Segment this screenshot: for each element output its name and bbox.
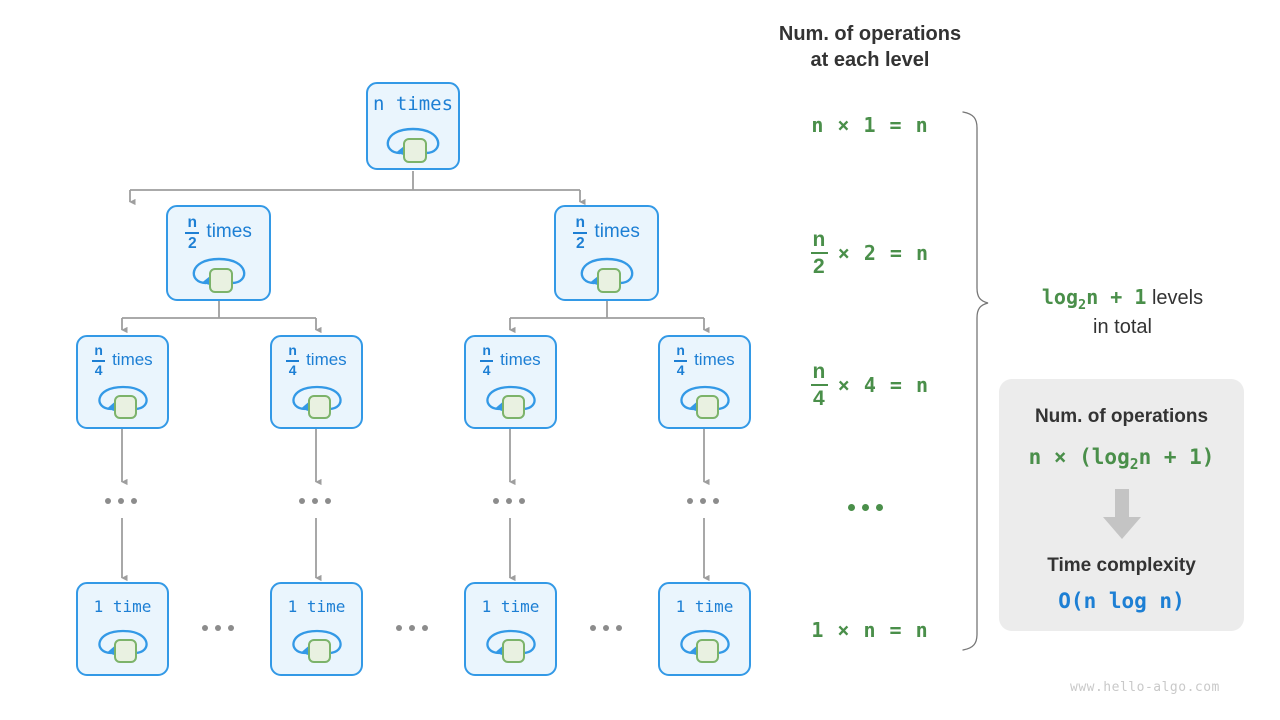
tree-node-level2-0[interactable]: n 2 times xyxy=(166,205,271,301)
loop-icon xyxy=(88,377,158,419)
bottom-ellipsis-1 xyxy=(396,625,428,631)
fraction: n 2 xyxy=(810,227,828,279)
bottom-ellipsis-0 xyxy=(202,625,234,631)
operation-box xyxy=(307,639,331,663)
tree-ellipsis-1 xyxy=(299,498,331,504)
watermark: www.hello-algo.com xyxy=(1070,680,1220,695)
down-arrow-icon xyxy=(1100,489,1144,541)
fraction-bar xyxy=(185,231,200,235)
tree-ellipsis-2 xyxy=(493,498,525,504)
operation-box xyxy=(307,395,331,419)
node-label: n 2 times xyxy=(185,215,252,251)
loop-icon xyxy=(476,377,546,419)
fraction: n 4 xyxy=(286,344,300,377)
tree-node-level5-1[interactable]: 1 time xyxy=(270,582,363,676)
operation-box xyxy=(208,268,233,293)
node-label: 1 time xyxy=(675,596,734,616)
tree-node-level5-3[interactable]: 1 time xyxy=(658,582,751,676)
tree-node-level5-0[interactable]: 1 time xyxy=(76,582,169,676)
operations-row-1: n 2 × 2 = n xyxy=(810,227,930,279)
operation-box xyxy=(695,639,719,663)
loop-icon xyxy=(182,249,256,293)
tree-node-level1-0[interactable]: n times xyxy=(366,82,460,170)
operation-box xyxy=(501,395,525,419)
card-operations-formula: n × (log2n + 1) xyxy=(1028,445,1215,474)
node-label: n 4 times xyxy=(674,344,735,377)
loop-icon xyxy=(282,621,352,663)
card-heading-operations: Num. of operations xyxy=(1034,406,1209,427)
fraction: n 4 xyxy=(810,359,828,411)
operations-column-title: Num. of operations at each level xyxy=(778,23,962,71)
loop-icon xyxy=(88,621,158,663)
operation-box xyxy=(113,395,137,419)
tree-ellipsis-0 xyxy=(105,498,137,504)
node-label: 1 time xyxy=(481,596,540,616)
fraction: n 4 xyxy=(480,344,494,377)
card-complexity-result: O(n log n) xyxy=(1058,589,1185,614)
fraction-bar xyxy=(92,359,106,363)
loop-icon xyxy=(282,377,352,419)
operation-box xyxy=(403,138,427,163)
bottom-ellipsis-2 xyxy=(590,625,622,631)
node-label: n times xyxy=(372,93,454,115)
operation-box xyxy=(596,268,621,293)
fraction-bar xyxy=(286,359,300,363)
operation-box xyxy=(695,395,719,419)
operations-row-0: n × 1 = n xyxy=(811,113,929,137)
node-label: 1 time xyxy=(93,596,152,616)
fraction: n 4 xyxy=(92,344,106,377)
node-label: n 4 times xyxy=(286,344,347,377)
card-heading-complexity: Time complexity xyxy=(1047,555,1196,577)
fraction-bar xyxy=(480,359,494,363)
tree-node-level2-1[interactable]: n 2 times xyxy=(554,205,659,301)
levels-formula: log2n + 1 xyxy=(1041,285,1147,313)
tree-node-level5-2[interactable]: 1 time xyxy=(464,582,557,676)
node-label: n 4 times xyxy=(92,344,153,377)
tree-node-level3-3[interactable]: n 4 times xyxy=(658,335,751,429)
loop-icon xyxy=(570,249,644,293)
operations-row-4: 1 × n = n xyxy=(811,618,929,642)
node-label: n 2 times xyxy=(573,215,640,251)
loop-icon xyxy=(670,621,740,663)
loop-icon xyxy=(376,119,450,163)
fraction-bar xyxy=(810,251,828,255)
fraction: n 4 xyxy=(674,344,688,377)
tree-ellipsis-3 xyxy=(687,498,719,504)
operation-box xyxy=(113,639,137,663)
operations-row-2: n 4 × 4 = n xyxy=(810,359,930,411)
fraction: n 2 xyxy=(185,215,200,251)
loop-icon xyxy=(476,621,546,663)
node-label: n 4 times xyxy=(480,344,541,377)
fraction-bar xyxy=(674,359,688,363)
tree-node-level3-0[interactable]: n 4 times xyxy=(76,335,169,429)
loop-icon xyxy=(670,377,740,419)
levels-brace xyxy=(962,111,989,651)
fraction-bar xyxy=(810,383,828,387)
node-label: 1 time xyxy=(287,596,346,616)
levels-total-word: in total xyxy=(1093,316,1152,339)
operations-row-ellipsis xyxy=(848,504,883,511)
fraction-bar xyxy=(573,231,588,235)
levels-word: levels xyxy=(1151,287,1204,309)
summary-card: Num. of operations n × (log2n + 1) Time … xyxy=(999,379,1244,631)
operation-box xyxy=(501,639,525,663)
fraction: n 2 xyxy=(573,215,588,251)
tree-node-level3-1[interactable]: n 4 times xyxy=(270,335,363,429)
tree-node-level3-2[interactable]: n 4 times xyxy=(464,335,557,429)
total-levels-label: log2n + 1 levels in total xyxy=(1010,284,1235,341)
